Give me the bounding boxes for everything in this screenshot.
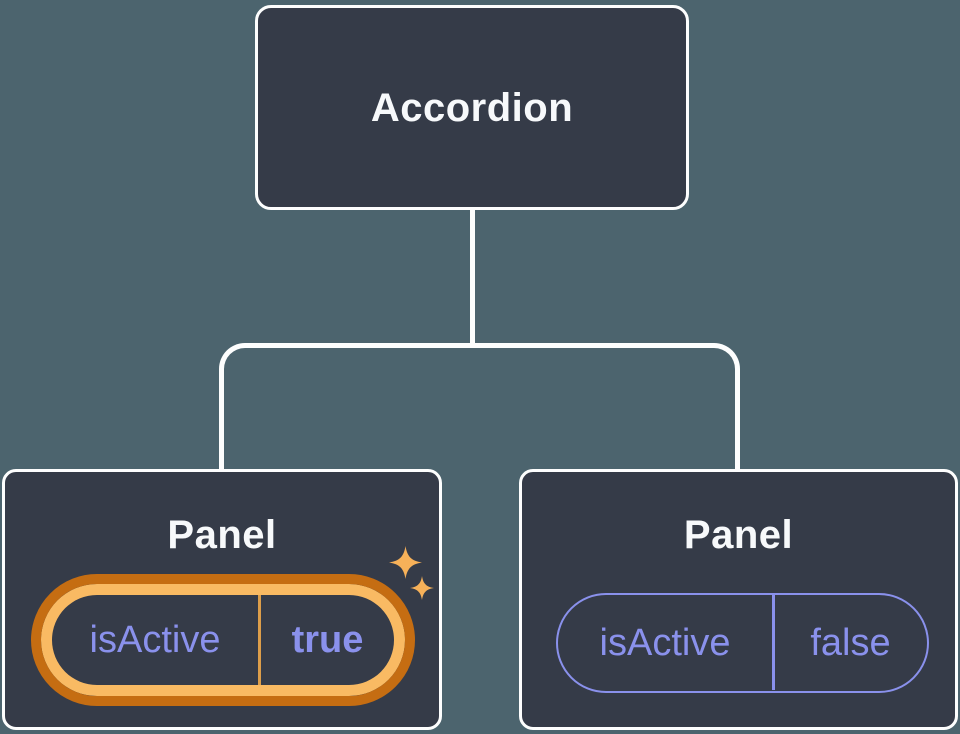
connector-branch [219,343,740,470]
prop-value-label: true [291,619,364,661]
sparkle-icon-large [389,546,422,579]
panel-node-active: Panel isActive true [2,469,442,730]
accordion-node: Accordion [255,5,689,210]
panel-node-inactive: Panel isActive false [519,469,958,730]
panel-active-label: Panel [167,513,277,557]
connector-stem [470,210,475,346]
sparkle-icon-small [410,576,434,600]
prop-name-label: isActive [599,621,731,664]
prop-value-label: false [810,621,891,664]
pill-divider [258,595,261,685]
prop-pill-inactive: isActive false [556,593,929,693]
prop-pill-active: isActive true [31,574,415,706]
panel-inactive-label: Panel [683,513,794,557]
prop-name-label: isActive [89,619,221,661]
pill-divider [772,595,775,690]
accordion-label: Accordion [370,85,574,130]
